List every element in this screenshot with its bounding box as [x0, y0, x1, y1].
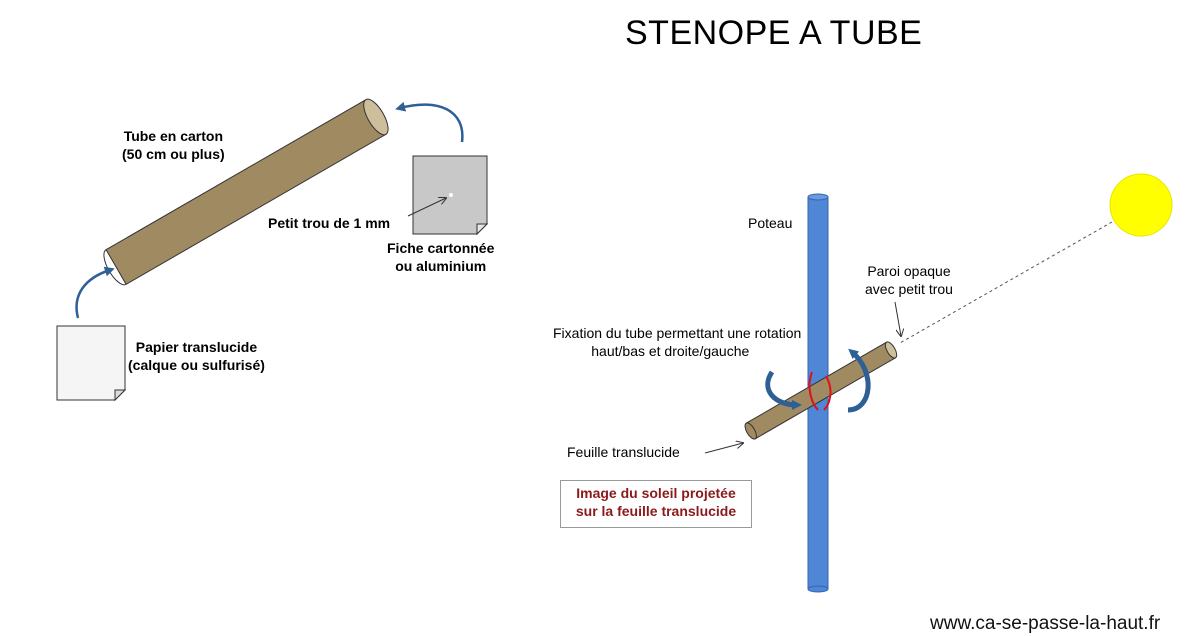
- fixation-label: Fixation du tube permettant une rotation…: [553, 325, 801, 360]
- card-label-line: ou aluminium: [395, 257, 487, 274]
- result-line: Image du soleil projetée: [576, 485, 736, 501]
- tube-label-line: (50 cm ou plus): [122, 145, 225, 162]
- result-box: Image du soleil projetée sur la feuille …: [560, 480, 752, 528]
- curved-arrow-icon: [395, 101, 464, 143]
- sun-icon: [1109, 173, 1173, 237]
- fixation-label-line: haut/bas et droite/gauche: [591, 342, 750, 359]
- paper-label-line: Papier translucide: [135, 339, 258, 355]
- page-title: STENOPE A TUBE: [625, 14, 923, 52]
- fixation-clamp: [808, 371, 832, 411]
- sun-ray: [899, 221, 1113, 344]
- fixation-label-line: Fixation du tube permettant une rotation: [553, 325, 802, 341]
- card-sheet: [412, 155, 489, 236]
- sheet-label: Feuille translucide: [567, 444, 680, 460]
- translucent-paper-sheet: [56, 325, 127, 402]
- pinhole-icon: [449, 193, 453, 197]
- cardboard-tube: [103, 98, 389, 286]
- card-label-line: Fiche cartonnée: [387, 240, 495, 256]
- paper-label-line: (calque ou sulfurisé): [128, 356, 265, 373]
- result-line: sur la feuille translucide: [575, 503, 737, 520]
- curved-arrow-icon: [75, 266, 115, 319]
- website-url: www.ca-se-passe-la-haut.fr: [930, 613, 1161, 634]
- paper-label: Papier translucide (calque ou sulfurisé): [128, 339, 265, 374]
- hole-label: Petit trou de 1 mm: [268, 215, 391, 231]
- tube-label-line: Tube en carton: [123, 128, 223, 144]
- rotation-arrow-icon: [847, 348, 871, 413]
- rotation-arrow-icon: [765, 370, 802, 410]
- mounted-tube: [744, 341, 898, 440]
- wall-label-line: Paroi opaque: [867, 263, 951, 279]
- wall-label: Paroi opaque avec petit trou: [865, 263, 953, 298]
- tube-label: Tube en carton (50 cm ou plus): [122, 128, 225, 163]
- pole-label: Poteau: [748, 215, 793, 231]
- card-label: Fiche cartonnée ou aluminium: [387, 240, 494, 275]
- wall-label-line: avec petit trou: [865, 280, 953, 297]
